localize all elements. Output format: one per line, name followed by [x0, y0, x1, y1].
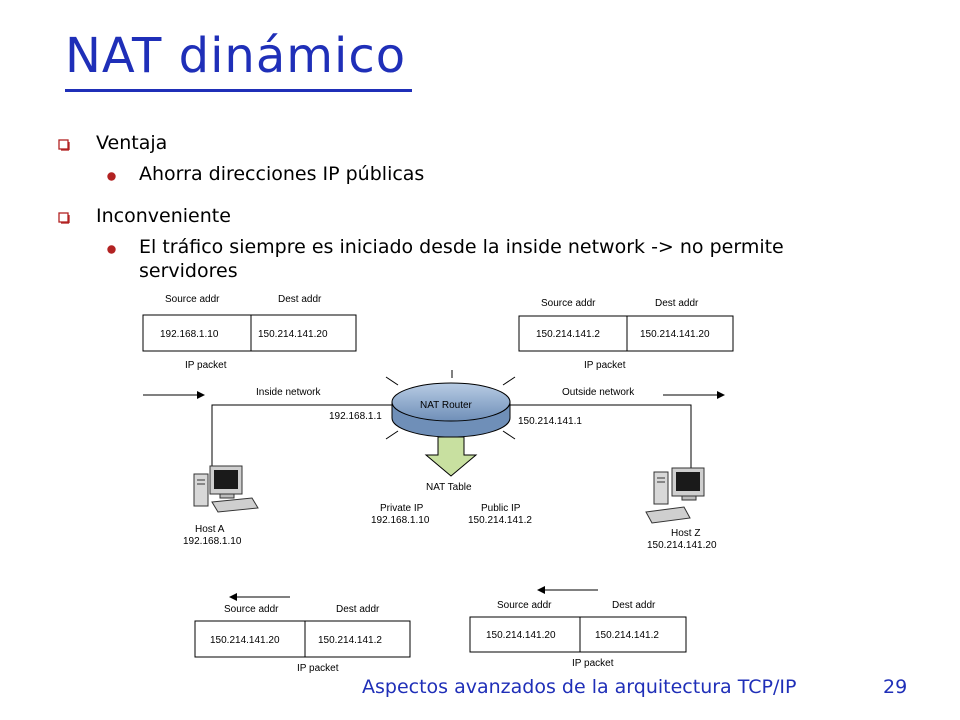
packet-top-left: Source addr Dest addr 192.168.1.10 150.2… — [142, 294, 357, 371]
ip-packet-caption: IP packet — [297, 663, 339, 674]
router-outside-ip: 150.214.141.1 — [518, 416, 582, 427]
router-inside-ip: 192.168.1.1 — [329, 411, 382, 422]
source-addr-label: Source addr — [497, 600, 552, 611]
packet-bottom-left: Source addr Dest addr 150.214.141.20 150… — [194, 604, 411, 674]
nat-table-label: NAT Table — [426, 482, 472, 493]
packet-source-value: 192.168.1.10 — [160, 329, 219, 340]
title-underline — [65, 89, 412, 92]
packet-source-value: 150.214.141.20 — [210, 635, 280, 646]
packet-dest-value: 150.214.141.20 — [258, 329, 328, 340]
dest-addr-label: Dest addr — [612, 600, 656, 611]
bullet-circle-icon — [107, 245, 116, 254]
private-ip-header: Private IP — [380, 503, 424, 514]
host-z-name: Host Z — [671, 528, 700, 539]
page-number: 29 — [883, 676, 908, 698]
host-z-ip: 150.214.141.20 — [647, 540, 717, 551]
outside-link — [510, 404, 692, 470]
bullet-square-icon — [58, 139, 70, 151]
packet-source-value: 150.214.141.20 — [486, 630, 556, 641]
ip-packet-caption: IP packet — [584, 360, 626, 371]
dest-addr-label: Dest addr — [655, 298, 699, 309]
source-addr-label: Source addr — [541, 298, 596, 309]
packet-dest-value: 150.214.141.2 — [595, 630, 659, 641]
nat-public-ip: 150.214.141.2 — [468, 515, 532, 526]
sub-bullet-trafico-line2: servidores — [139, 260, 238, 282]
inside-network-label: Inside network — [256, 387, 321, 398]
ip-packet-caption: IP packet — [185, 360, 227, 371]
nat-router: NAT Router — [385, 370, 516, 440]
packet-top-right: Source addr Dest addr 150.214.141.2 150.… — [518, 298, 734, 371]
router-label: NAT Router — [420, 400, 473, 411]
sub-bullet-trafico-line1: El tráfico siempre es iniciado desde la … — [139, 236, 784, 258]
packet-bottom-right: Source addr Dest addr 150.214.141.20 150… — [469, 600, 687, 669]
bullet-ventaja: Ventaja — [96, 132, 168, 154]
footer-text: Aspectos avanzados de la arquitectura TC… — [362, 676, 797, 698]
nat-private-ip: 192.168.1.10 — [371, 515, 430, 526]
nat-table-arrow-icon — [424, 436, 478, 477]
ip-packet-caption: IP packet — [572, 658, 614, 669]
host-z-computer-icon — [645, 467, 705, 524]
source-addr-label: Source addr — [224, 604, 279, 615]
public-ip-header: Public IP — [481, 503, 521, 514]
packet-source-value: 150.214.141.2 — [536, 329, 600, 340]
bullet-circle-icon — [107, 172, 116, 181]
bullet-inconveniente: Inconveniente — [96, 205, 231, 227]
inside-link — [211, 404, 392, 478]
host-a-name: Host A — [195, 524, 225, 535]
dest-addr-label: Dest addr — [336, 604, 380, 615]
bullet-square-icon — [58, 212, 70, 224]
source-addr-label: Source addr — [165, 294, 220, 305]
packet-dest-value: 150.214.141.20 — [640, 329, 710, 340]
sub-bullet-ahorra: Ahorra direcciones IP públicas — [139, 163, 425, 185]
slide-title: NAT dinámico — [65, 28, 407, 84]
outside-network-label: Outside network — [562, 387, 635, 398]
host-a-ip: 192.168.1.10 — [183, 536, 242, 547]
packet-dest-value: 150.214.141.2 — [318, 635, 382, 646]
bullet-list: Ventaja Ahorra direcciones IP públicas I… — [0, 0, 960, 300]
dest-addr-label: Dest addr — [278, 294, 322, 305]
host-a-computer-icon — [193, 465, 259, 513]
